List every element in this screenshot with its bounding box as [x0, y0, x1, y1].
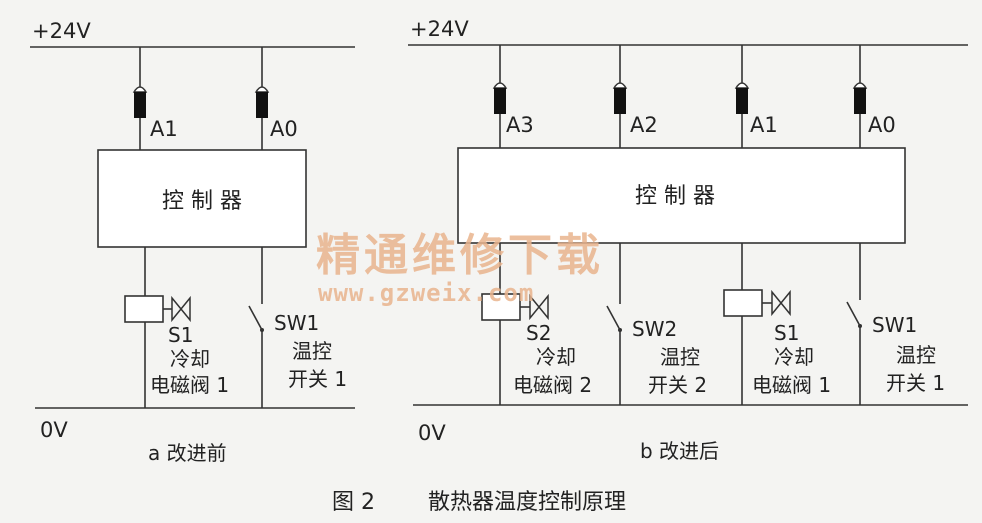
- switch-code: SW1: [274, 311, 319, 335]
- switch-contact-icon: [606, 305, 621, 331]
- switch-branch-a: SW1 温控 开关 1: [248, 247, 347, 408]
- caption-b: b 改进后: [640, 439, 719, 463]
- rail-0v-label-b: 0V: [418, 421, 446, 445]
- input-label: A0: [868, 113, 896, 137]
- sensor-plug-icon: [494, 88, 506, 114]
- valve-name-line1: 冷却: [536, 345, 576, 369]
- connector-icon: [852, 82, 868, 89]
- sensor-plug-icon: [854, 88, 866, 114]
- solenoid-coil-icon: [124, 295, 164, 323]
- controller-box-b: [457, 147, 906, 244]
- connector-icon: [734, 82, 750, 89]
- valve2-branch-b: S2 冷却 电磁阀 2: [481, 243, 592, 405]
- connector-icon: [254, 86, 270, 93]
- valve-icon: [529, 293, 549, 321]
- valve-name-line2: 电磁阀 2: [513, 373, 592, 397]
- controller-box-a: [97, 149, 307, 248]
- switch-contact-icon: [248, 305, 263, 331]
- valve-code: S2: [526, 321, 551, 345]
- caption-a: a 改进前: [148, 441, 227, 465]
- figure-title: 散热器温度控制原理: [428, 490, 626, 515]
- switch2-branch-b: SW2 温控 开关 2: [606, 243, 707, 405]
- input-a0-a: A0: [254, 47, 298, 150]
- controller-label-a: 控 制 器: [162, 189, 242, 214]
- input-label: A1: [750, 113, 778, 137]
- switch-code: SW1: [872, 313, 917, 337]
- watermark-cn: 精通维修下载: [316, 230, 604, 281]
- switch-name-line1: 温控: [660, 345, 700, 369]
- sensor-plug-icon: [256, 92, 268, 118]
- input-label: A3: [506, 113, 534, 137]
- rail-24v-label-a: +24V: [32, 19, 91, 43]
- switch-name-line1: 温控: [292, 339, 332, 363]
- connector-icon: [132, 86, 148, 93]
- switch1-branch-b: SW1 温控 开关 1: [846, 243, 945, 405]
- switch-code: SW2: [632, 317, 677, 341]
- valve-icon: [171, 295, 191, 323]
- input-label: A2: [630, 113, 658, 137]
- input-a1-a: A1: [132, 47, 178, 150]
- input-label: A1: [150, 117, 178, 141]
- input-label: A0: [270, 117, 298, 141]
- rail-24v-label-b: +24V: [410, 17, 469, 41]
- connector-icon: [612, 82, 628, 89]
- input-a3-b: A3: [492, 45, 534, 148]
- switch-name-line1: 温控: [896, 343, 936, 367]
- valve-name-line2: 电磁阀 1: [752, 373, 831, 397]
- sensor-plug-icon: [736, 88, 748, 114]
- valve-name-line1: 冷却: [774, 345, 814, 369]
- valve-icon: [771, 289, 791, 317]
- figure-number: 图 2: [332, 490, 375, 515]
- switch-name-line2: 开关 2: [648, 373, 707, 397]
- sensor-plug-icon: [614, 88, 626, 114]
- switch-name-line2: 开关 1: [288, 367, 347, 391]
- input-a1-b: A1: [734, 45, 778, 148]
- valve-code: S1: [774, 321, 799, 345]
- input-a0-b: A0: [852, 45, 896, 148]
- valve-name-line1: 冷却: [170, 347, 210, 371]
- valve1-branch-b: S1 冷却 电磁阀 1: [723, 243, 831, 405]
- connector-icon: [492, 82, 508, 89]
- watermark-url: www.gzweix.com: [318, 279, 534, 307]
- input-a2-b: A2: [612, 45, 658, 148]
- diagram-a: +24V 0V A1 A0 控 制 器 S1 冷却 电磁阀 1: [30, 19, 355, 465]
- diagram-b: +24V 0V A3 A2 A1 A0 控 制 器: [408, 17, 968, 463]
- valve-code: S1: [168, 323, 193, 347]
- valve-name-line2: 电磁阀 1: [150, 373, 229, 397]
- switch-contact-icon: [846, 301, 861, 327]
- valve-branch-a: S1 冷却 电磁阀 1: [124, 247, 229, 408]
- switch-name-line2: 开关 1: [886, 371, 945, 395]
- controller-label-b: 控 制 器: [635, 184, 715, 209]
- solenoid-coil-icon: [723, 289, 763, 317]
- sensor-plug-icon: [134, 92, 146, 118]
- rail-0v-label-a: 0V: [40, 418, 68, 442]
